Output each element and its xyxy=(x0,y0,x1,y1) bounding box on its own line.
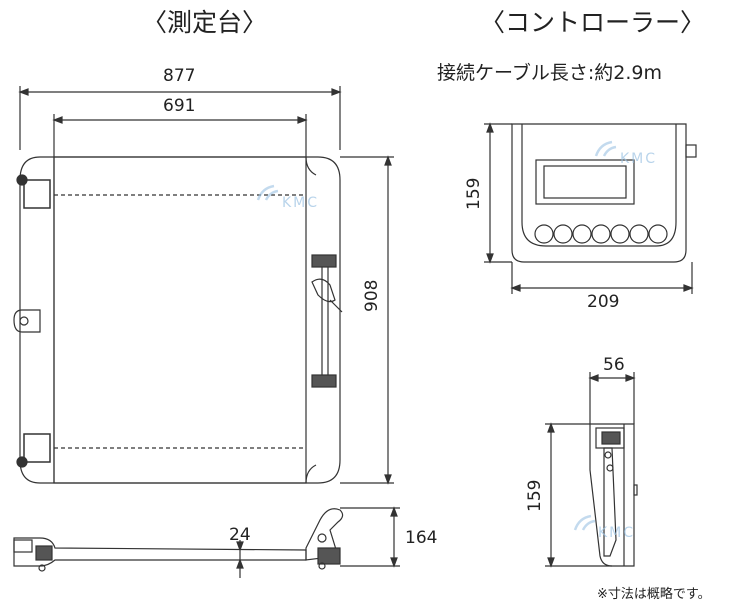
dim-controller-159-label: 159 xyxy=(464,177,484,210)
stand-title: 〈測定台〉 xyxy=(142,8,268,37)
dim-908-label: 908 xyxy=(362,279,382,312)
dim-209-line xyxy=(510,262,694,294)
dim-908-line xyxy=(340,155,394,485)
watermark-text: KMC xyxy=(282,195,320,211)
dim-controller-159-line xyxy=(484,122,512,264)
controller-side-view xyxy=(589,423,638,567)
controller-title: 〈コントローラー〉 xyxy=(480,8,706,37)
dim-56-label: 56 xyxy=(603,355,625,375)
dim-691-label: 691 xyxy=(163,96,196,116)
dim-24-line xyxy=(236,540,244,578)
dim-164-line xyxy=(340,506,400,568)
stand-top-view xyxy=(13,156,343,484)
dim-209-label: 209 xyxy=(587,292,620,312)
dim-side-159-line xyxy=(545,422,612,568)
dim-56-line xyxy=(588,372,636,424)
dim-164-label: 164 xyxy=(405,528,438,548)
dim-877-label: 877 xyxy=(163,66,196,86)
cable-length-label: 接続ケーブル長さ:約2.9m xyxy=(437,62,662,84)
stand-side-view xyxy=(13,508,344,572)
watermark-text: KMC xyxy=(620,151,658,167)
dim-691-line xyxy=(52,114,308,157)
dim-24-label: 24 xyxy=(229,525,251,545)
controller-front-view xyxy=(511,123,697,263)
dim-side-159-label: 159 xyxy=(525,479,545,512)
dim-877-line xyxy=(18,86,342,150)
watermark-text: KMC xyxy=(598,525,636,541)
footnote: ※寸法は概略です。 xyxy=(597,587,711,602)
watermark-icon xyxy=(256,140,617,531)
